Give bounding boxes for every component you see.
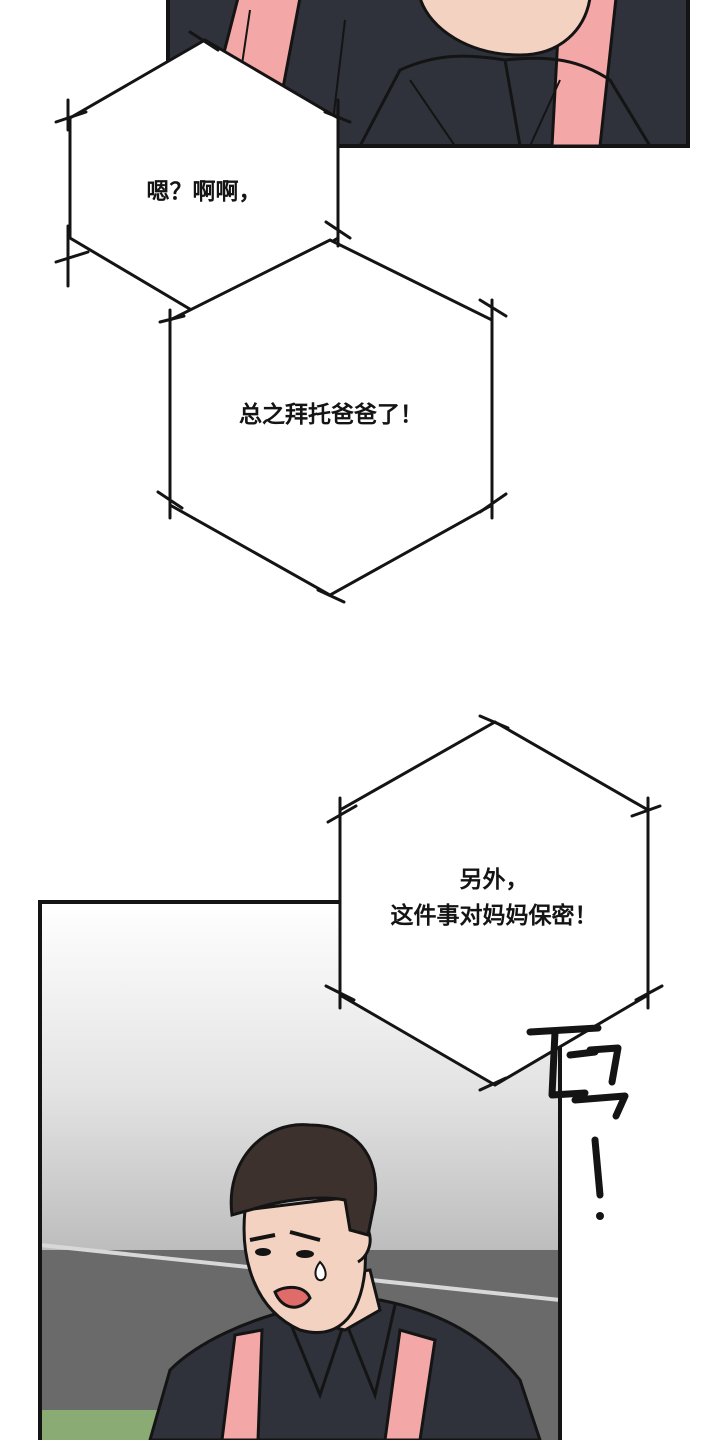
speech-bubble-3-line1: 另外， xyxy=(459,867,529,893)
speech-bubble-1-text: 嗯？啊啊， xyxy=(146,179,262,205)
speech-bubble-3-text: 另外， 这件事对妈妈保密！ xyxy=(340,862,648,934)
speech-bubble-2-text: 总之拜托爸爸了！ xyxy=(239,402,423,428)
speech-bubble-3-line2: 这件事对妈妈保密！ xyxy=(390,903,598,929)
